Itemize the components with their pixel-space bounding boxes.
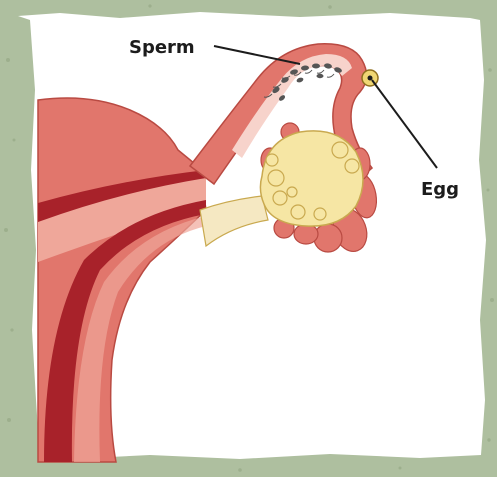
egg-label: Egg <box>421 179 459 200</box>
sperm-label: Sperm <box>129 37 195 58</box>
egg-pointer-dot <box>368 76 373 81</box>
ovary <box>260 131 363 226</box>
